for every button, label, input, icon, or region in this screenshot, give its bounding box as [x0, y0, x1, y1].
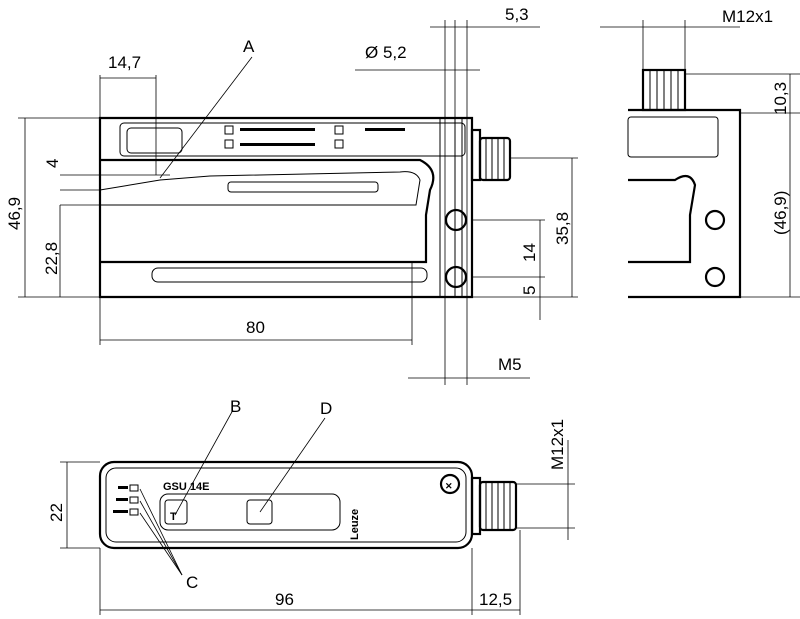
callout-b: B	[230, 397, 241, 416]
callout-a: A	[243, 37, 255, 56]
side-panel	[627, 116, 719, 158]
panel-button	[126, 127, 183, 154]
top-view: T GSU 14E ✕ Leuze	[98, 460, 518, 550]
dim-connector-length: 12,5	[479, 590, 512, 609]
dim-connector-height: 10,3	[771, 82, 790, 115]
mounting-hole	[444, 265, 468, 289]
icon-t3	[334, 139, 344, 149]
icon-t2	[334, 125, 344, 135]
brand-logo: Leuze	[349, 509, 361, 540]
dim-total-height: 46,9	[5, 197, 24, 230]
dim-screw-thread: M5	[498, 355, 522, 374]
dim-slot-gap: 4	[43, 159, 62, 168]
led-window	[246, 499, 273, 525]
side-slot	[628, 174, 697, 264]
panel-text	[365, 128, 405, 131]
control-panel	[119, 122, 466, 157]
dim-width: 22	[47, 503, 66, 522]
panel-text	[240, 128, 315, 131]
m12-connector	[478, 136, 512, 182]
display-window	[159, 493, 341, 531]
connector-base	[470, 128, 482, 182]
side-view: M12x1 10,3 (46,9)	[600, 7, 800, 299]
front-view	[98, 116, 512, 299]
icon-t	[224, 125, 234, 135]
model-label: GSU 14E	[163, 481, 209, 493]
front-dimensions: 46,9 22,8 4 14,7 A 80 M5 5,3 Ø 5,2 35,8 …	[5, 5, 578, 385]
teach-icon: T	[170, 511, 177, 523]
panel-text	[240, 143, 315, 146]
dim-hole-spacing: 14	[520, 243, 539, 262]
side-housing	[628, 108, 742, 299]
fork-slot	[100, 158, 435, 264]
callout-d: D	[320, 399, 332, 418]
dim-hole-diameter: Ø 5,2	[365, 43, 407, 62]
dim-side-thread: M12x1	[722, 7, 773, 26]
dim-bottom-thread: M12x1	[548, 419, 567, 470]
icon-led	[224, 139, 234, 149]
side-hole	[704, 209, 726, 231]
front-groove	[151, 267, 428, 283]
dim-connector-offset: 5,3	[505, 5, 529, 24]
side-hole	[704, 266, 726, 288]
dim-slot-width: 80	[246, 318, 265, 337]
slot-window	[227, 181, 379, 193]
callout-c: C	[186, 573, 198, 592]
slot-lip	[99, 171, 421, 206]
dim-slot-depth: 22,8	[42, 242, 61, 275]
dim-length: 96	[275, 590, 294, 609]
dim-connector-axis: 35,8	[553, 212, 572, 245]
dim-side-total-height: (46,9)	[771, 191, 790, 235]
top-dimensions: B D C 22 96 12,5 M12x1	[47, 397, 575, 615]
teach-button	[164, 499, 188, 525]
dim-slot-offset: 14,7	[108, 53, 141, 72]
dim-hole-bottom: 5	[520, 286, 539, 295]
screw-icon	[439, 473, 461, 495]
svg-text:✕: ✕	[445, 481, 453, 491]
mounting-hole	[444, 208, 468, 232]
